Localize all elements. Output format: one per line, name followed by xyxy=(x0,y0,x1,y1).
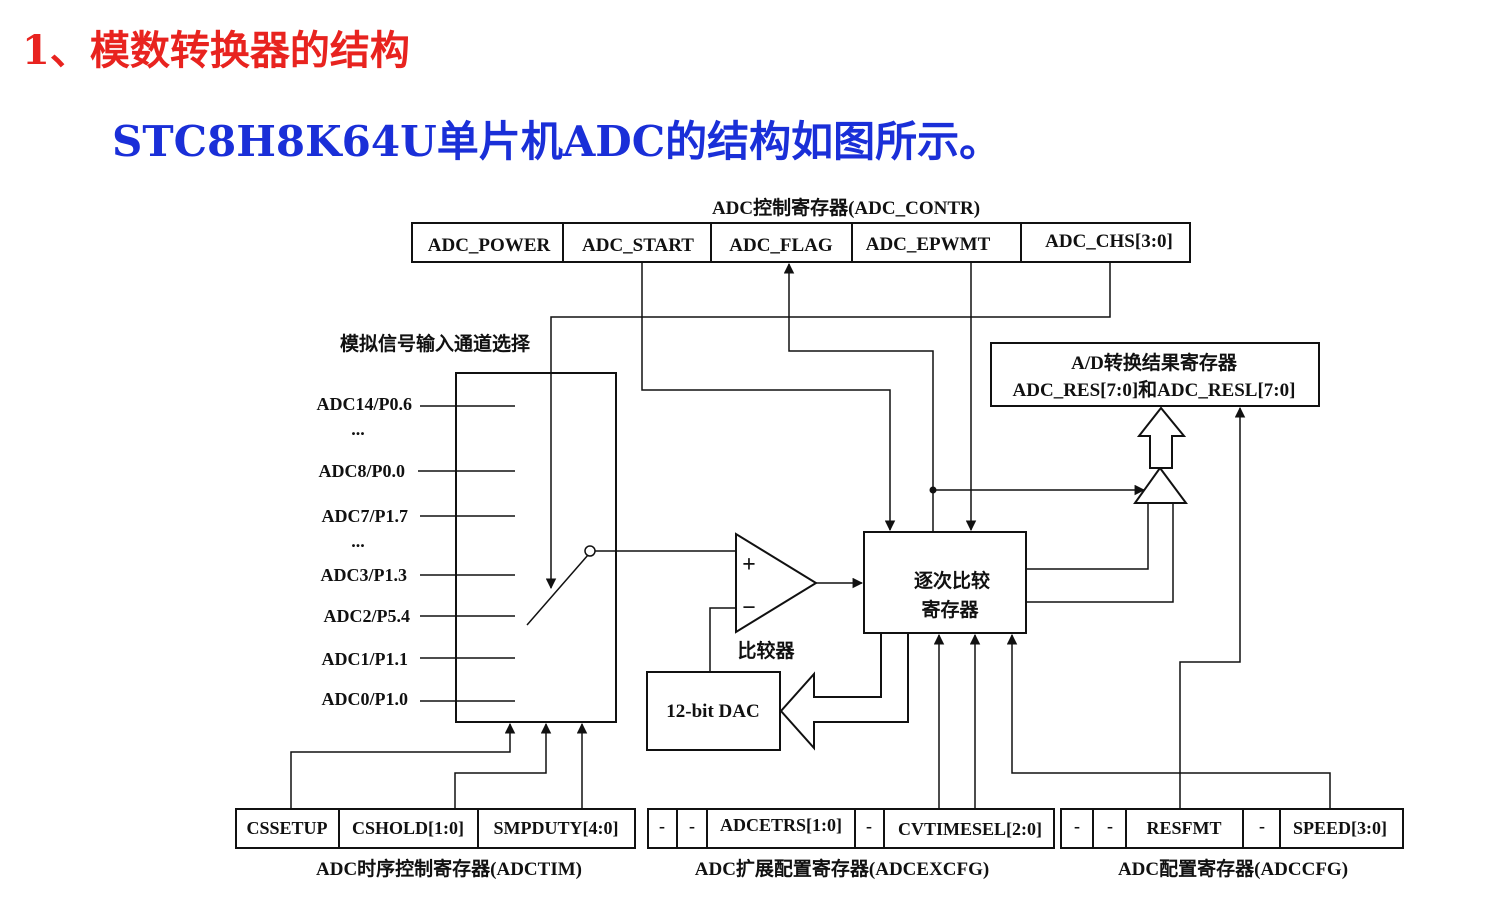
adcexcfg-title: ADC扩展配置寄存器(ADCEXCFG) xyxy=(695,857,989,880)
channel-label: ADC14/P0.6 xyxy=(317,394,413,414)
channel-ellipsis: ... xyxy=(351,531,365,551)
chs-select-wire xyxy=(545,262,1111,590)
result-register-title: A/D转换结果寄存器 xyxy=(1071,351,1238,374)
adccfg-title: ADC配置寄存器(ADCCFG) xyxy=(1118,857,1348,880)
channel-label: ADC8/P0.0 xyxy=(319,461,406,481)
field-reserved: - xyxy=(659,816,665,836)
adctim-register xyxy=(235,808,636,849)
dac-label: 12-bit DAC xyxy=(666,701,759,722)
channel-label: ADC2/P5.4 xyxy=(324,606,411,626)
sar-register-box xyxy=(863,531,1027,634)
sar-label-line2: 寄存器 xyxy=(921,598,979,621)
result-buffer-triangle xyxy=(1133,466,1188,504)
dac-to-comparator-wire xyxy=(709,607,736,672)
field-reserved: - xyxy=(866,816,872,836)
comparator-minus: − xyxy=(742,595,756,621)
adcexcfg-register xyxy=(647,808,1055,849)
adc-contr-title: ADC控制寄存器(ADC_CONTR) xyxy=(712,196,980,219)
field-smpduty: SMPDUTY[4:0] xyxy=(494,818,619,838)
mux-title: 模拟信号输入通道选择 xyxy=(340,332,531,355)
channel-label: ADC3/P1.3 xyxy=(321,565,408,585)
field-adcetrs: ADCETRS[1:0] xyxy=(720,815,842,835)
comparator-plus: + xyxy=(742,552,756,578)
field-adc-epwmt: ADC_EPWMT xyxy=(866,234,991,255)
mux-switch-contact xyxy=(584,545,596,557)
mux-switch-blade xyxy=(526,554,589,626)
cshold-wire xyxy=(454,722,552,809)
field-reserved: - xyxy=(689,816,695,836)
cssetup-wire xyxy=(290,722,516,809)
page-subtitle: STC8H8K64U单片机ADC的结构如图所示。 xyxy=(112,117,1002,166)
field-resfmt: RESFMT xyxy=(1146,818,1221,838)
page-title: 1、模数转换器的结构 xyxy=(22,27,410,74)
field-reserved: - xyxy=(1107,816,1113,836)
field-cshold: CSHOLD[1:0] xyxy=(352,818,464,838)
result-bus-arrow xyxy=(1136,406,1187,469)
comparator-triangle xyxy=(735,532,818,634)
field-adc-flag: ADC_FLAG xyxy=(729,235,833,256)
field-cvtimesel: CVTIMESEL[2:0] xyxy=(898,819,1042,839)
field-adc-chs: ADC_CHS[3:0] xyxy=(1045,231,1173,252)
adc-flag-wire xyxy=(783,262,934,532)
field-cssetup: CSSETUP xyxy=(246,818,327,838)
field-reserved: - xyxy=(1259,816,1265,836)
field-reserved: - xyxy=(1074,816,1080,836)
sar-result-wire-2 xyxy=(1026,503,1174,603)
comparator-label: 比较器 xyxy=(737,639,795,662)
channel-lines xyxy=(418,405,515,702)
adc-start-wire xyxy=(641,262,896,532)
channel-label: ADC0/P1.0 xyxy=(322,689,409,709)
field-speed: SPEED[3:0] xyxy=(1293,818,1387,838)
channel-labels: ADC14/P0.6 ... ADC8/P0.0 ADC7/P1.7 ... A… xyxy=(317,394,413,709)
result-register-fields: ADC_RES[7:0]和ADC_RESL[7:0] xyxy=(1013,378,1296,401)
field-adc-start: ADC_START xyxy=(582,235,694,256)
resfmt-wire xyxy=(1179,406,1246,809)
adctim-title: ADC时序控制寄存器(ADCTIM) xyxy=(316,857,582,880)
adccfg-register xyxy=(1060,808,1404,849)
sar-result-wire-1 xyxy=(1026,503,1149,570)
field-adc-power: ADC_POWER xyxy=(428,235,551,256)
speed-wire xyxy=(1006,633,1331,809)
channel-label: ADC7/P1.7 xyxy=(322,506,409,526)
adc-contr-register xyxy=(411,222,1191,263)
channel-ellipsis: ... xyxy=(351,419,365,439)
sar-to-dac-bus-arrow xyxy=(779,632,909,751)
channel-label: ADC1/P1.1 xyxy=(322,649,409,669)
sar-label-line1: 逐次比较 xyxy=(914,569,990,592)
result-register-box xyxy=(990,342,1320,407)
